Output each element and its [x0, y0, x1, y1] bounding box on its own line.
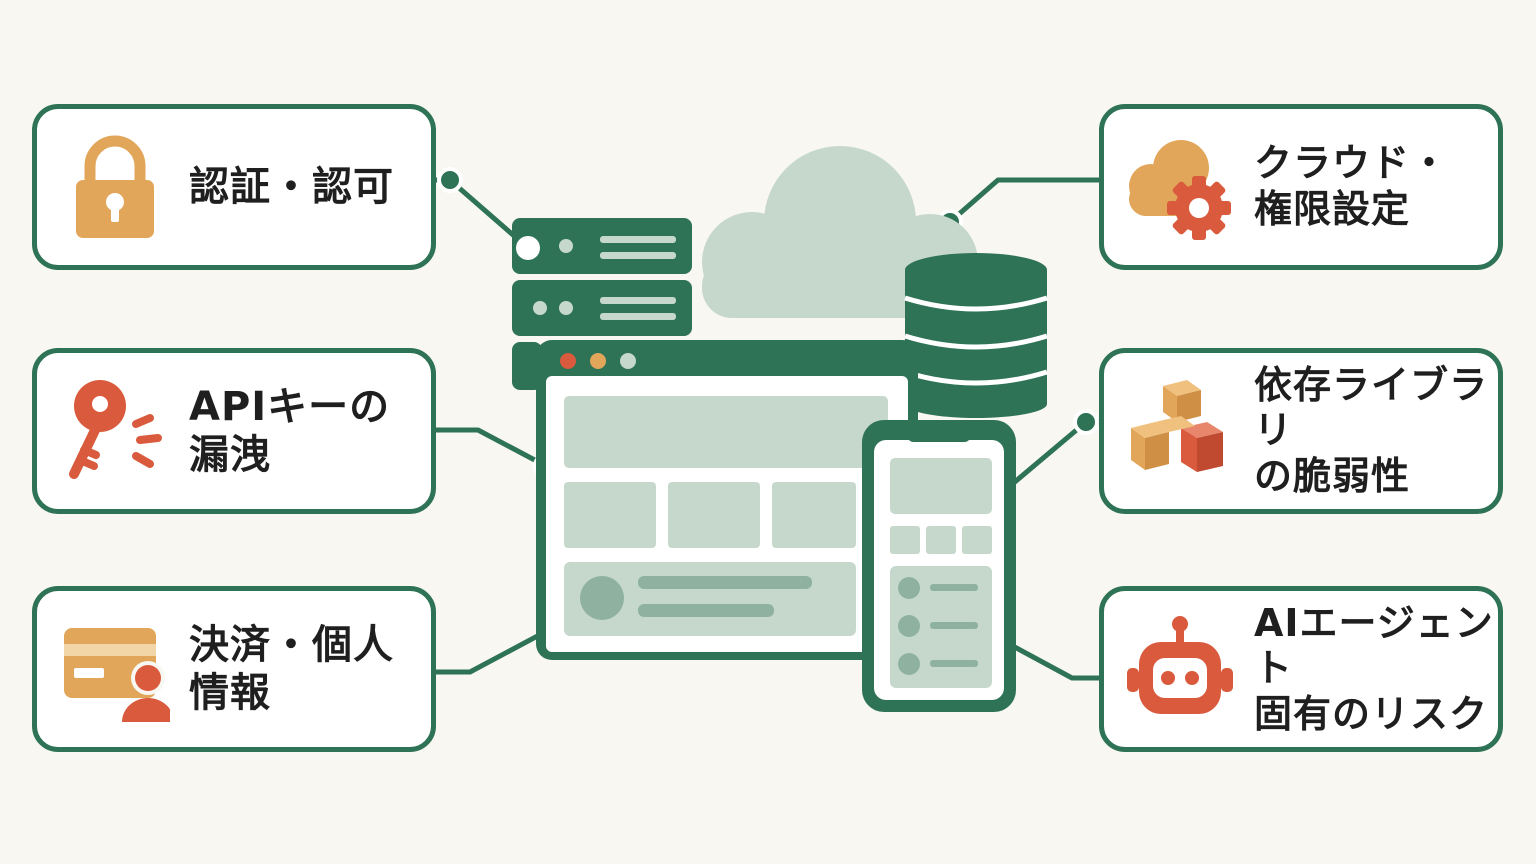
- browser-window-icon: [536, 340, 918, 660]
- card-ai: AIエージェント 固有のリスク: [1099, 586, 1503, 752]
- card-api: APIキーの漏洩: [32, 348, 436, 514]
- card-deps-label-line1: 依存ライブラリ: [1254, 362, 1489, 453]
- boxes-icon: [1120, 371, 1240, 491]
- lock-icon: [55, 127, 175, 247]
- database-icon: [904, 253, 1048, 418]
- card-cloud-label-line2: 権限設定: [1254, 187, 1411, 231]
- card-auth-label: 認証・認可: [189, 164, 394, 210]
- server-rack-icon: [512, 218, 692, 390]
- card-cloud-label-line1: クラウド・: [1254, 141, 1450, 186]
- card-deps-label-line2: の脆弱性: [1254, 453, 1411, 498]
- key-icon: [55, 371, 175, 491]
- connector-ai: [996, 635, 1099, 681]
- connector-dot-deps: [1073, 409, 1099, 435]
- card-api-label: APIキーの漏洩: [189, 384, 391, 478]
- connector-dot-auth: [437, 167, 463, 193]
- connector-cloud: [948, 177, 1099, 224]
- connector-pay: [436, 621, 562, 675]
- card-pay-label: 決済・個人情報: [189, 622, 394, 716]
- credit-card-user-icon: [55, 609, 175, 729]
- card-deps-label: 依存ライブラリ の脆弱性: [1254, 363, 1498, 500]
- card-pay: 決済・個人情報: [32, 586, 436, 752]
- card-cloud: クラウド・ 権限設定: [1099, 104, 1503, 270]
- card-deps: 依存ライブラリ の脆弱性: [1099, 348, 1503, 514]
- card-cloud-label: クラウド・ 権限設定: [1254, 141, 1449, 232]
- card-ai-label-line1: AIエージェント: [1254, 600, 1494, 691]
- card-ai-label: AIエージェント 固有のリスク: [1254, 601, 1498, 738]
- connector-api: [436, 427, 548, 469]
- robot-icon: [1120, 609, 1240, 729]
- cloud-gear-icon: [1120, 127, 1240, 247]
- card-ai-label-line2: 固有のリスク: [1254, 691, 1489, 736]
- smartphone-icon: [862, 420, 1016, 712]
- card-auth: 認証・認可: [32, 104, 436, 270]
